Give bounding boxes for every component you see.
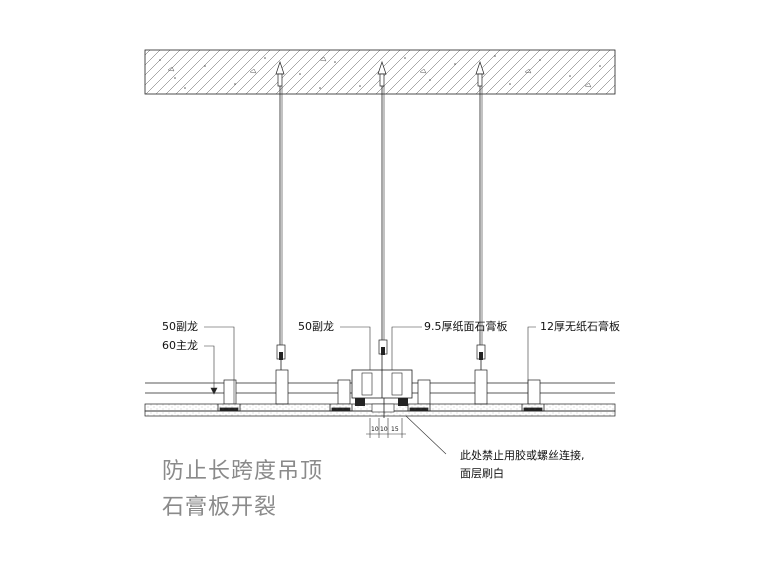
hanger-rod-right xyxy=(475,60,486,383)
center-joint-connector xyxy=(351,354,413,399)
note-line-2: 面层刷白 xyxy=(460,466,504,480)
title-line-1: 防止长跨度吊顶 xyxy=(162,459,323,484)
label-board-9-5: 9.5厚纸面石膏板 xyxy=(424,319,508,333)
dimension-label: 10 xyxy=(371,426,379,433)
note-line-1: 此处禁止用胶或螺丝连接, xyxy=(460,448,585,462)
leader-lines xyxy=(204,326,536,455)
label-sub-keel-center: 50副龙 xyxy=(298,320,334,333)
label-board-12: 12厚无纸石膏板 xyxy=(540,319,620,333)
title-line-2: 石膏板开裂 xyxy=(162,495,277,520)
hanger-rod-center xyxy=(377,60,388,355)
dimension-chain: 10 10 15 xyxy=(366,418,406,438)
label-sub-keel-left: 50副龙 xyxy=(162,320,198,333)
dimension-label: 10 xyxy=(380,426,388,433)
dimension-label: 15 xyxy=(391,426,399,433)
hanger-rod-left xyxy=(275,60,286,383)
gypsum-boards xyxy=(144,398,616,418)
label-main-keel: 60主龙 xyxy=(162,339,198,352)
hanger-rods xyxy=(275,60,486,383)
